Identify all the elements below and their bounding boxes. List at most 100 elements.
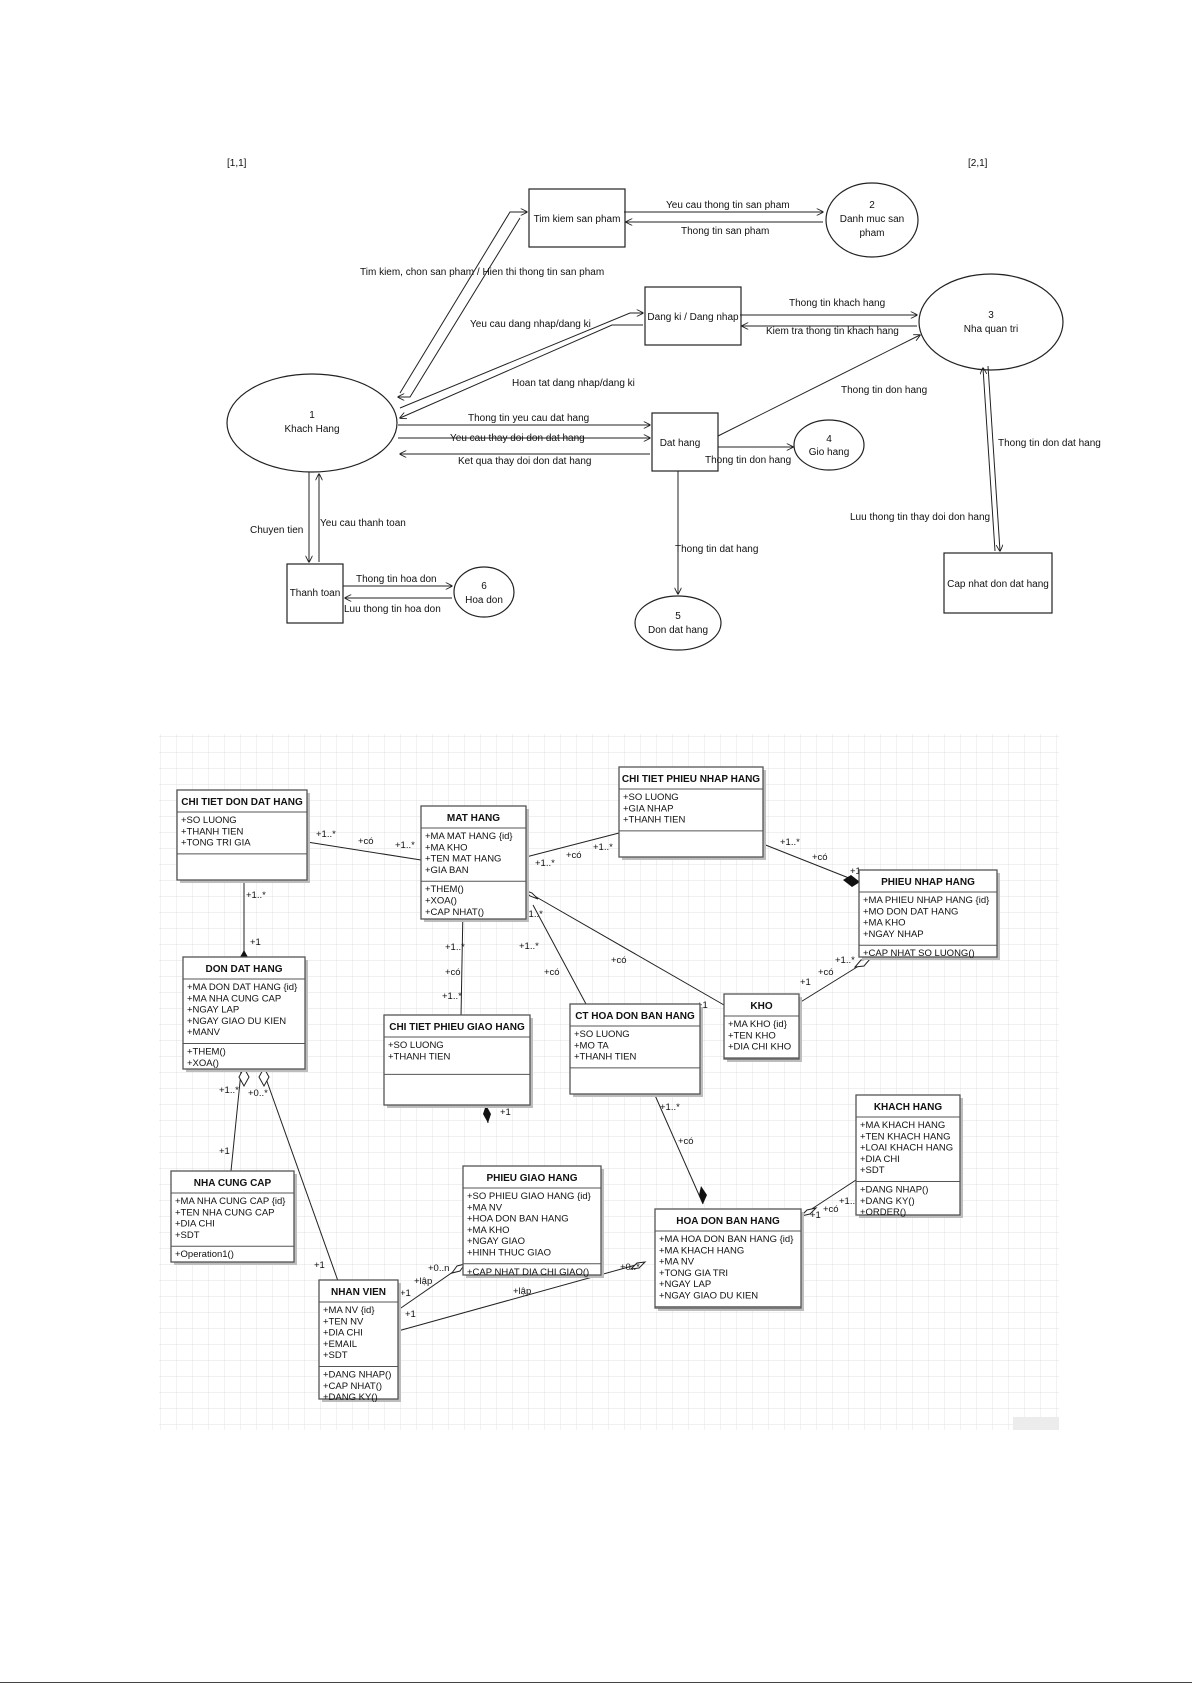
class-attribute: +DIA CHI — [860, 1154, 900, 1165]
class-box — [569, 1003, 701, 1095]
svg-text:4: 4 — [826, 434, 832, 445]
svg-text:6: 6 — [481, 581, 487, 592]
flow-label-req-product: Yeu cau thong tin san pham — [666, 200, 790, 211]
class-operation: +CAP NHAT SO LUONG() — [863, 948, 975, 959]
mult-label: +1 — [810, 1210, 821, 1221]
class-attribute: +MA HOA DON BAN HANG {id} — [659, 1234, 793, 1245]
class-attribute: +MO TA — [574, 1040, 609, 1051]
svg-text:2: 2 — [869, 200, 875, 211]
uml-class-diagram: +1..* +có +1..* +1..* +có +1..* +1..* +c… — [159, 734, 1059, 1430]
flow-label-check-customer: Kiem tra thong tin khach hang — [766, 326, 899, 337]
process-thanh-toan: Thanh toan — [286, 563, 344, 624]
role-label: +có — [812, 852, 828, 863]
mult-label: +1 — [219, 1146, 230, 1157]
mult-label: +1 — [500, 1107, 511, 1118]
mult-label: +1 — [400, 1288, 411, 1299]
svg-text:Nha quan tri: Nha quan tri — [964, 324, 1018, 335]
class-attribute: +MA KHO — [467, 1225, 510, 1236]
uml-class-pnh: PHIEU NHAP HANG+MA PHIEU NHAP HANG {id}+… — [858, 869, 1000, 960]
class-attribute: +NGAY LAP — [659, 1279, 711, 1290]
mult-label: +1..* — [316, 829, 336, 840]
entity-khach-hang: 1 Khach Hang — [226, 373, 398, 473]
role-label: +có — [566, 850, 582, 861]
class-attribute: +GIA NHAP — [623, 803, 673, 814]
process-tim-kiem-san-pham: Tim kiem san pham — [528, 188, 626, 248]
entity-danh-muc-san-pham: 2 Danh muc san pham — [825, 182, 919, 258]
class-operation: +CAP NHAT DIA CHI GIAO() — [467, 1267, 589, 1278]
class-operation: +XOA() — [425, 896, 457, 907]
page-bottom-rule — [0, 1682, 1192, 1683]
svg-text:Tim kiem san pham: Tim kiem san pham — [534, 214, 621, 225]
flow-arrows — [309, 212, 1000, 598]
flow-label-invoice-info: Thong tin hoa don — [356, 574, 437, 585]
class-attribute: +NGAY NHAP — [863, 929, 924, 940]
class-attribute: +MA KHO {id} — [728, 1019, 787, 1030]
uml-class-khachhang: KHACH HANG+MA KHACH HANG+TEN KHACH HANG+… — [855, 1094, 963, 1218]
role-label: +lập — [513, 1286, 531, 1297]
mult-label: +0..* — [620, 1262, 640, 1273]
class-attribute: +MA NV — [659, 1257, 695, 1268]
flow-label-order-info-update: Thong tin don dat hang — [998, 438, 1101, 449]
mult-label: +1..* — [780, 837, 800, 848]
mult-label: +1..* — [219, 1085, 239, 1096]
mult-label: +1..* — [535, 858, 555, 869]
svg-text:Gio hang: Gio hang — [809, 447, 850, 458]
flow-label-done-login: Hoan tat dang nhap/dang ki — [512, 378, 635, 389]
uml-class-ncc: NHA CUNG CAP+MA NHA CUNG CAP {id}+TEN NH… — [170, 1170, 297, 1265]
class-box — [858, 869, 998, 958]
class-box — [176, 789, 308, 881]
flow-label-order-info-cart: Thong tin don hang — [705, 455, 791, 466]
class-operation: +CAP NHAT() — [425, 907, 484, 918]
flow-label-order-info-store: Thong tin dat hang — [675, 544, 758, 555]
mult-label: +1 — [314, 1260, 325, 1271]
role-label: +có — [611, 955, 627, 966]
class-box — [855, 1094, 961, 1216]
uml-class-kho: KHO+MA KHO {id}+TEN KHO+DIA CHI KHO — [723, 993, 802, 1062]
class-box — [618, 766, 764, 858]
class-attribute: +DIA CHI — [175, 1219, 215, 1230]
class-attribute: +TEN MAT HANG — [425, 854, 501, 865]
class-name: NHA CUNG CAP — [194, 1178, 272, 1189]
svg-text:Don dat hang: Don dat hang — [648, 625, 708, 636]
svg-text:Hoa don: Hoa don — [465, 595, 503, 606]
class-operation: +Operation1() — [175, 1249, 234, 1260]
class-attribute: +MA KHO — [863, 918, 906, 929]
class-box — [462, 1165, 602, 1276]
mult-label: +0..* — [248, 1088, 268, 1099]
class-attribute: +MA KHACH HANG — [860, 1120, 945, 1131]
mult-label: +1..* — [839, 1196, 859, 1207]
svg-text:Thanh toan: Thanh toan — [290, 588, 341, 599]
class-operation: +DANG KY() — [323, 1392, 378, 1403]
class-attribute: +NGAY GIAO — [467, 1236, 525, 1247]
class-attribute: +MA MAT HANG {id} — [425, 831, 513, 842]
class-name: KHO — [750, 1001, 772, 1012]
flow-label-product-info: Thong tin san pham — [681, 226, 769, 237]
flow-label-req-change: Yeu cau thay doi don dat hang — [450, 433, 585, 444]
svg-text:Cap nhat don dat hang: Cap nhat don dat hang — [947, 579, 1049, 590]
class-attribute: +DIA CHI KHO — [728, 1042, 791, 1053]
svg-text:pham: pham — [859, 228, 884, 239]
class-attribute: +THANH TIEN — [574, 1052, 637, 1063]
class-name: NHAN VIEN — [331, 1287, 386, 1298]
class-name: CT HOA DON BAN HANG — [575, 1011, 695, 1022]
svg-text:Dat hang: Dat hang — [660, 438, 701, 449]
role-label: +có — [823, 1204, 839, 1215]
mult-label: +1 — [405, 1309, 416, 1320]
class-operation: +DANG KY() — [860, 1196, 915, 1207]
class-name: PHIEU GIAO HANG — [486, 1173, 577, 1184]
class-attribute: +HOA DON BAN HANG — [467, 1214, 569, 1225]
flow-label-change-result: Ket qua thay doi don dat hang — [458, 456, 591, 467]
class-attribute: +MA KHACH HANG — [659, 1245, 744, 1256]
uml-class-mathang: MAT HANG+MA MAT HANG {id}+MA KHO+TEN MAT… — [420, 805, 529, 922]
class-attribute: +MA KHO — [425, 842, 468, 853]
flow-label-search-select: Tim kiem, chon san pham / Hien thi thong… — [360, 267, 604, 278]
class-name: CHI TIET PHIEU GIAO HANG — [389, 1022, 525, 1033]
class-name: KHACH HANG — [874, 1102, 943, 1113]
mult-label: +1 — [850, 866, 861, 877]
class-box — [170, 1170, 295, 1263]
class-attribute: +GIA BAN — [425, 865, 469, 876]
entity-gio-hang: 4 Gio hang — [793, 419, 865, 471]
data-flow-diagram: [1,1] [2,1] 1 Khach Hang 2 Danh muc san … — [226, 158, 1101, 651]
corner-label-left: [1,1] — [227, 158, 247, 169]
